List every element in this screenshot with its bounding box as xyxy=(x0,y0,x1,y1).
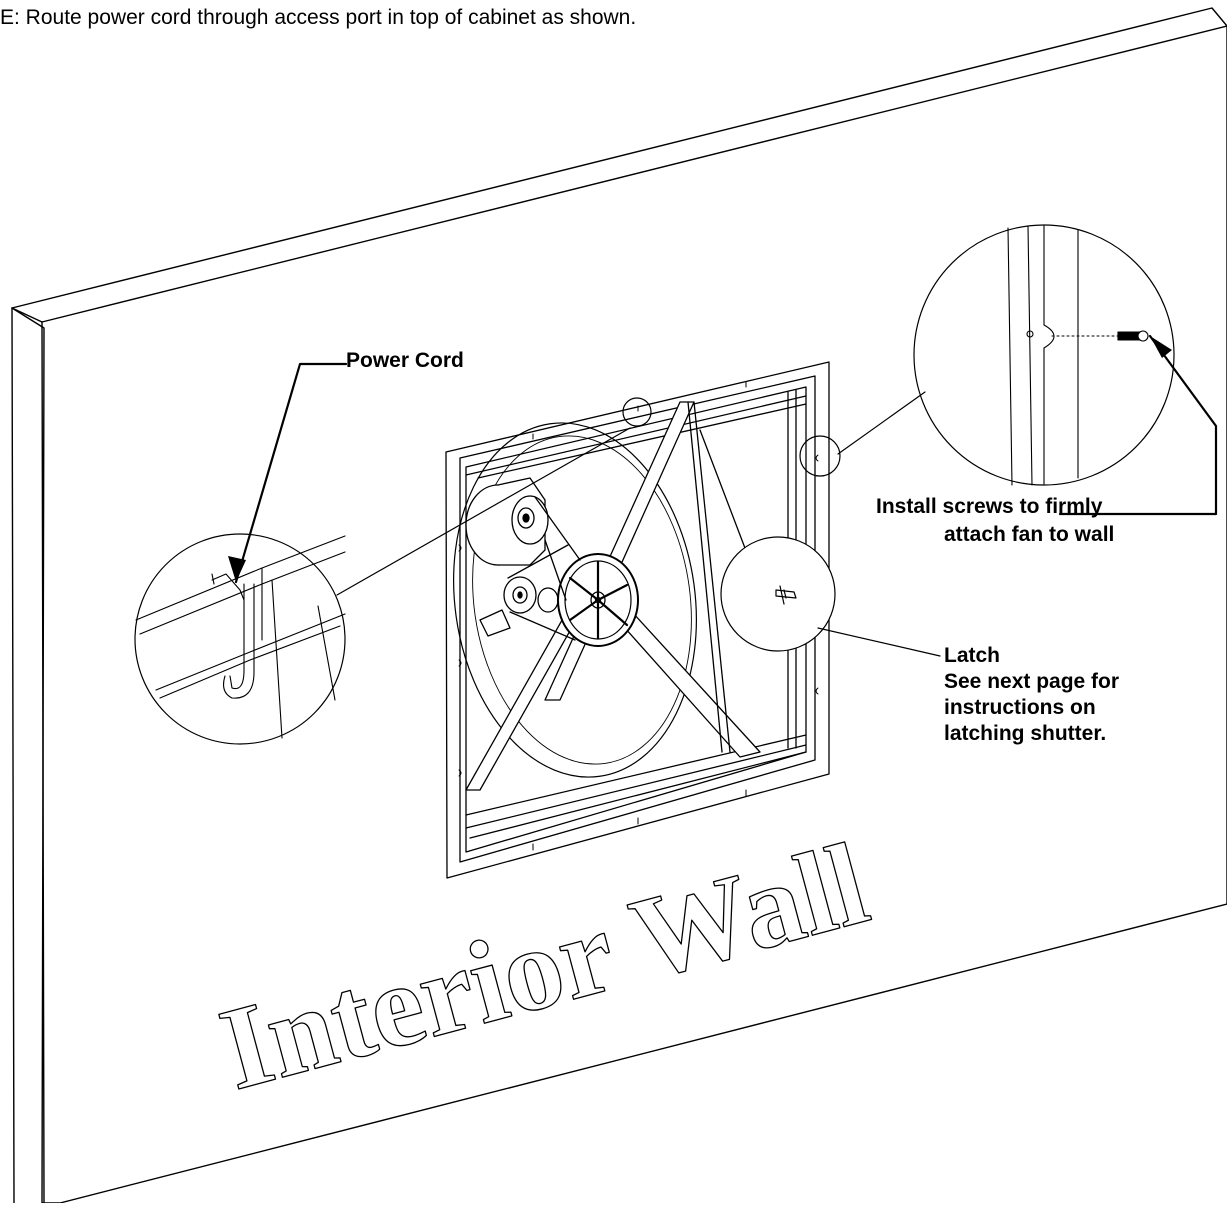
latch-label: Latch xyxy=(944,644,1001,667)
install-screws-label: Install screws to firmly xyxy=(876,495,1103,518)
latch-instructions-line1: See next page for xyxy=(944,670,1120,693)
fan-cabinet xyxy=(445,361,830,879)
installation-note: E: Route power cord through access port … xyxy=(0,6,637,29)
power-cord-label: Power Cord xyxy=(346,349,464,372)
detail-callouts xyxy=(134,224,1218,745)
install-screws-label-line2: attach fan to wall xyxy=(944,523,1115,546)
latch-instructions-line3: latching shutter. xyxy=(944,722,1107,745)
latch-instructions-line2: instructions on xyxy=(944,696,1096,719)
